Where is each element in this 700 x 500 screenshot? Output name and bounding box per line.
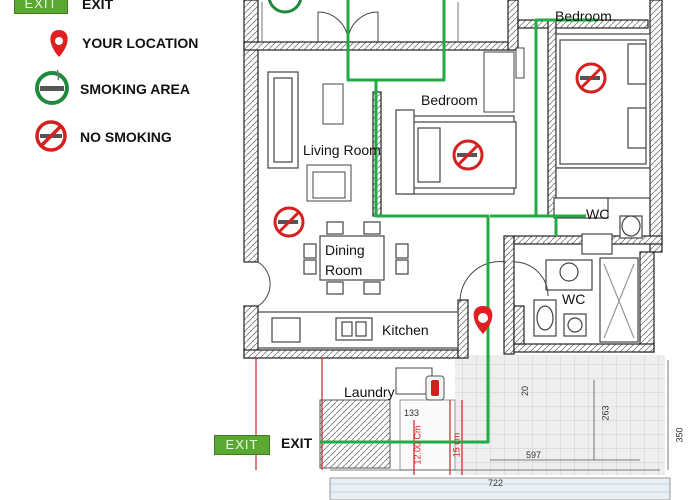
dining-set: [303, 221, 409, 295]
smoking-area-map-icon: [267, 0, 303, 14]
main-exit-sign: EXIT: [214, 435, 270, 455]
dimension-lines: [330, 360, 669, 471]
room-label-laundry: Laundry: [344, 384, 395, 400]
dimension-12cm: 12.00 Cm: [412, 425, 423, 465]
walls: [243, 0, 663, 359]
dimension-20: 20: [520, 385, 531, 397]
bed-right: [555, 33, 651, 199]
kitchen-counter: [257, 311, 459, 349]
legend-location-icon: [50, 30, 68, 57]
dimension-350: 350: [674, 427, 685, 443]
room-label-dining-1: Dining: [325, 242, 365, 258]
dimension-263: 263: [600, 405, 611, 421]
wc-center-fixtures: [533, 257, 639, 343]
legend-smoking-icon: [35, 69, 69, 105]
room-label-living: Living Room: [303, 142, 381, 158]
legend-smoking-label: SMOKING AREA: [80, 81, 190, 97]
legend-exit-label: EXIT: [82, 0, 114, 12]
laundry-stairs: [319, 399, 391, 469]
no-smoking-icon-living: [273, 206, 305, 238]
legend-exit-sign: EXIT: [14, 0, 68, 14]
no-smoking-icon-bedroom-right: [575, 62, 607, 94]
legend-nosmoking-label: NO SMOKING: [80, 129, 172, 145]
wc-right-fixtures: [553, 197, 643, 255]
dimension-133: 133: [404, 408, 420, 418]
dimension-15cm: 15 cm: [451, 432, 462, 458]
room-label-wc-center: WC: [562, 291, 586, 307]
room-label-wc-right: WC: [586, 206, 610, 222]
terrace-area: [455, 355, 665, 475]
room-label-bedroom-top: Bedroom: [555, 8, 612, 24]
room-label-kitchen: Kitchen: [382, 322, 429, 338]
wardrobe: [483, 51, 515, 113]
sofa: [267, 71, 299, 169]
location-pin-map: [473, 306, 493, 334]
room-label-bedroom-mid: Bedroom: [421, 92, 478, 108]
coffee-table: [322, 83, 344, 125]
wardrobe-side: [515, 47, 525, 79]
armchair-seat: [312, 171, 346, 199]
no-smoking-icon-bedroom-center: [452, 139, 484, 171]
dimension-597: 597: [526, 450, 542, 460]
legend-nosmoking-icon: [35, 120, 67, 152]
legend-location-label: YOUR LOCATION: [82, 35, 199, 51]
fire-extinguisher-icon: [425, 375, 445, 401]
evacuation-route: [320, 0, 598, 444]
room-label-dining-2: Room: [325, 262, 363, 278]
dimension-722: 722: [488, 478, 504, 488]
pool-edge: [329, 477, 671, 500]
main-exit-label: EXIT: [281, 435, 313, 451]
